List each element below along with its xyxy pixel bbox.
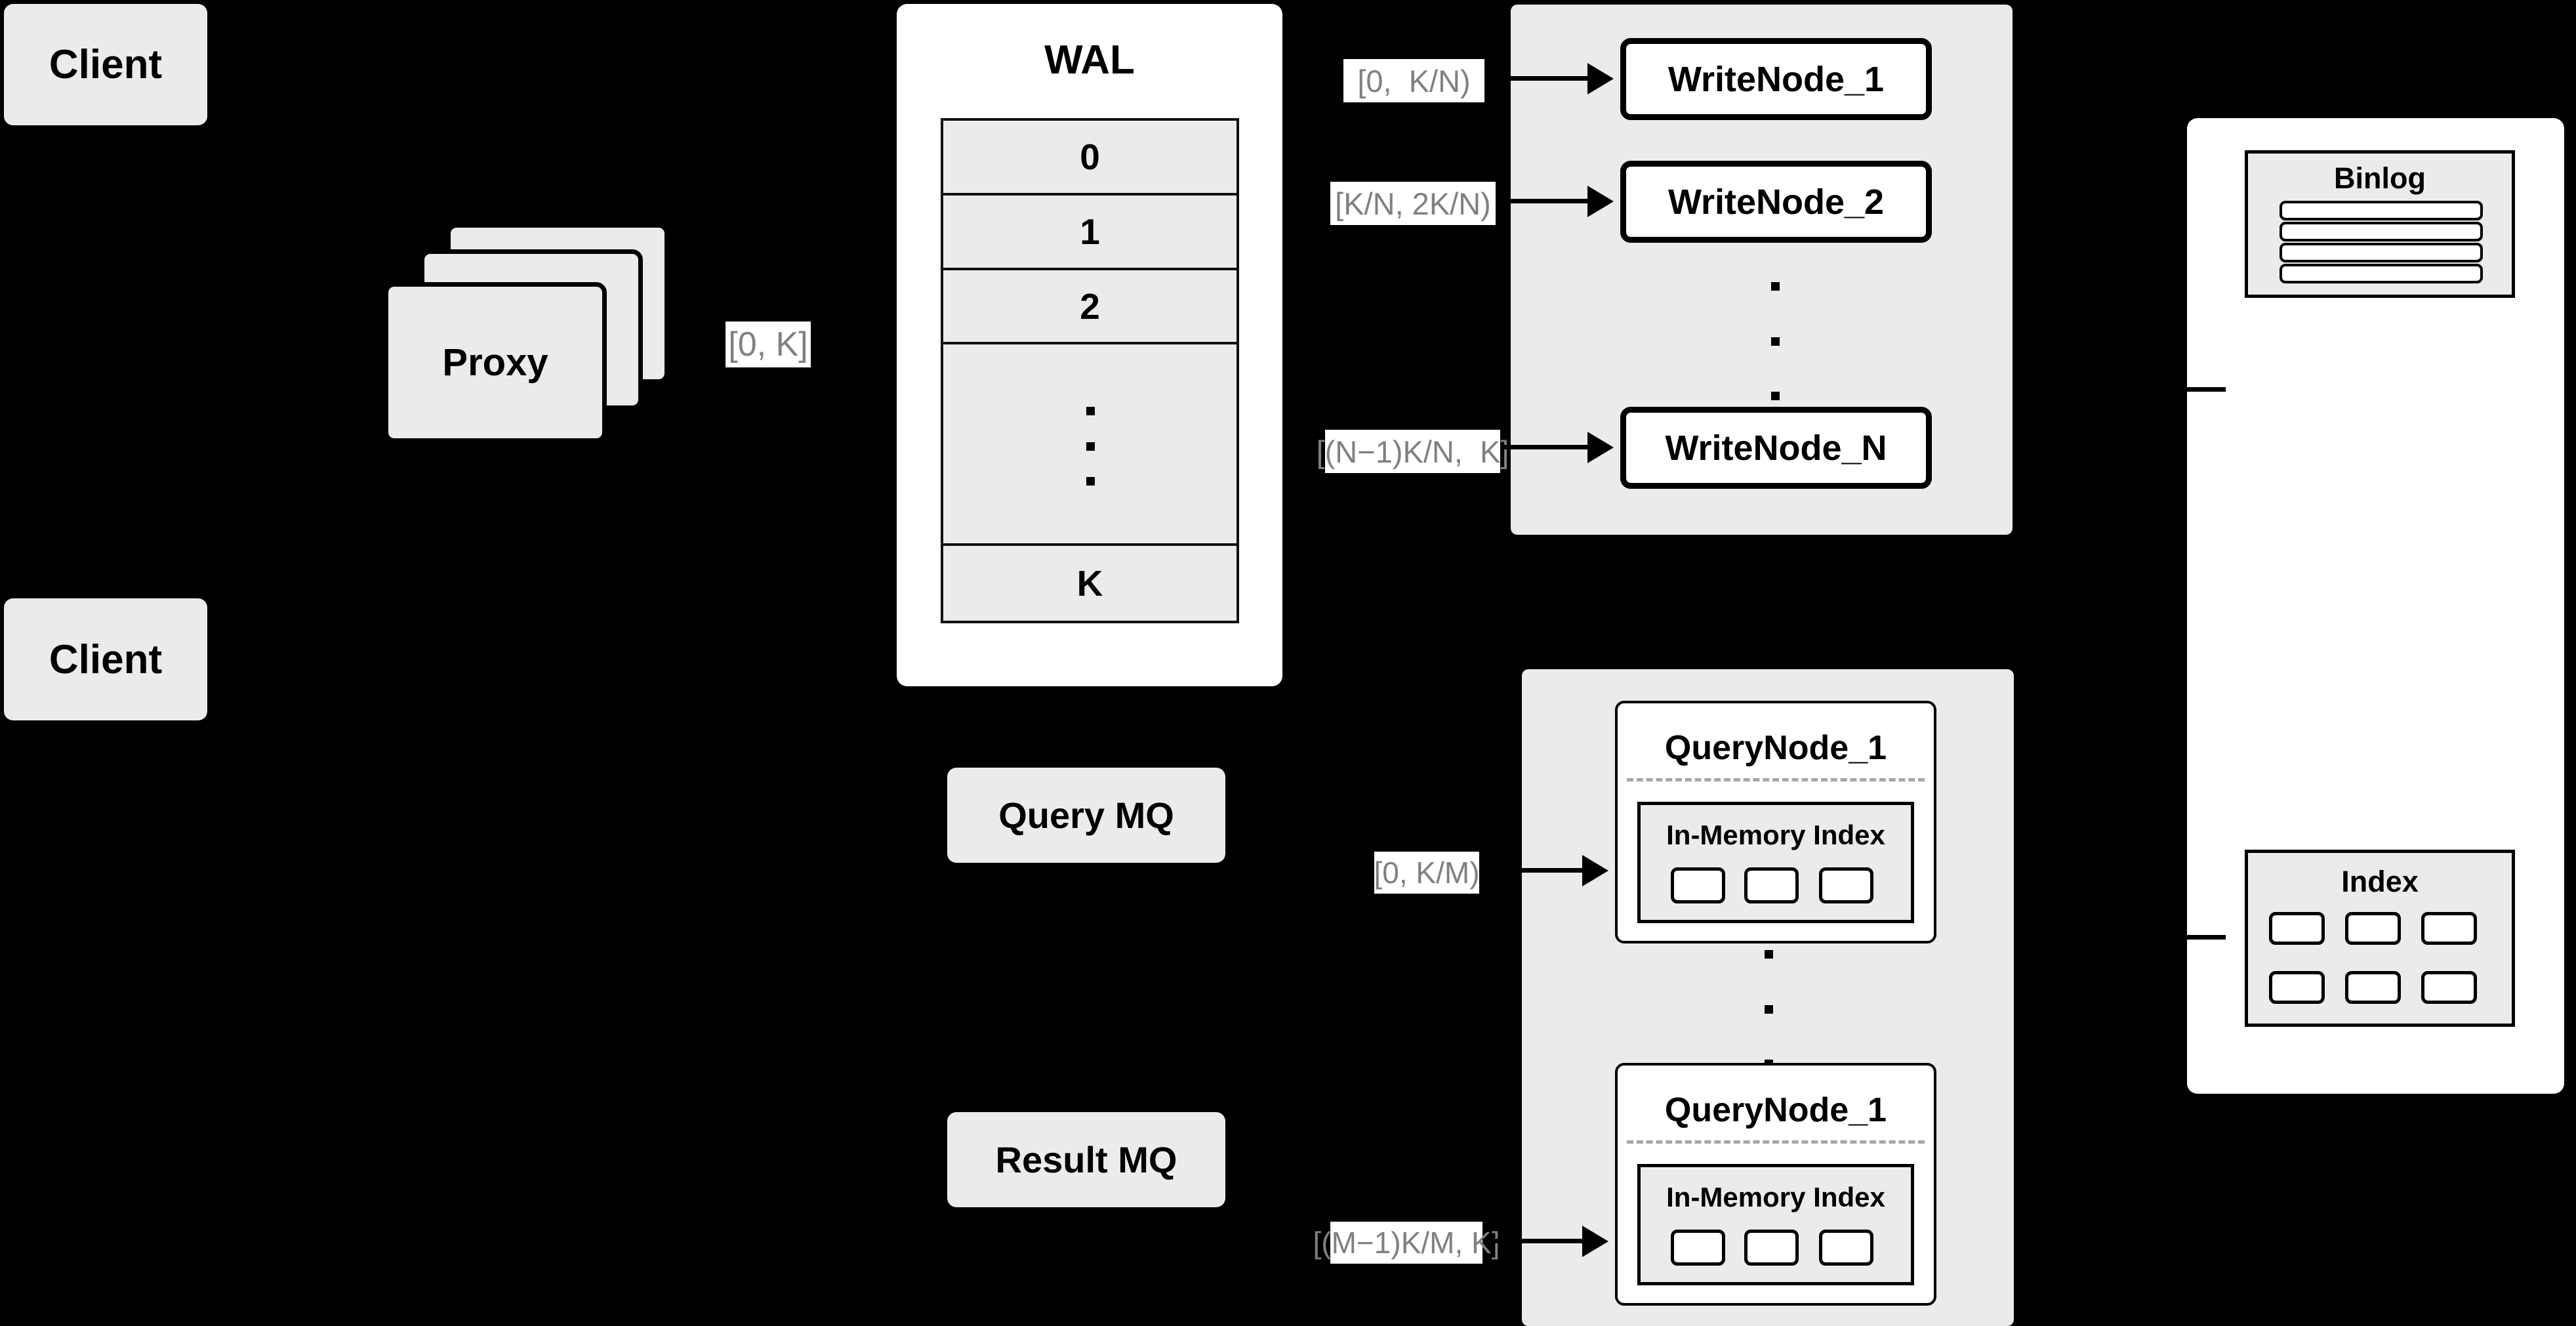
write-node-2-connector (1496, 199, 1589, 203)
result-mq-box[interactable]: Result MQ (947, 1112, 1225, 1207)
index-panel: Index (2245, 850, 2515, 1027)
wal-entry-list: 0 1 2 K (941, 118, 1239, 623)
index-cell[interactable] (1819, 867, 1873, 903)
proxy-label: Proxy (442, 341, 548, 384)
binlog-row[interactable] (2280, 243, 2483, 262)
client-box-2[interactable]: Client (4, 598, 207, 720)
wal-ellipsis-dots (1086, 407, 1095, 486)
index-panel-title: Index (2341, 865, 2419, 898)
query-node-2-index-title: In-Memory Index (1666, 1182, 1885, 1212)
binlog-row[interactable] (2280, 264, 2483, 283)
query-node-1-connector (1479, 868, 1584, 873)
store-engine-index-connector (2186, 935, 2226, 940)
store-index-cell[interactable] (2269, 912, 2325, 945)
store-index-cell[interactable] (2421, 912, 2477, 945)
wal-title: WAL (1044, 37, 1135, 83)
write-node-2-range-label: [K/N, 2K/N) (1330, 182, 1496, 225)
query-node-2-label: QueryNode_1 (1664, 1091, 1887, 1129)
write-node-1-connector (1484, 76, 1589, 81)
query-mq-box[interactable]: Query MQ (947, 768, 1225, 863)
write-node-2-label: WriteNode_2 (1667, 182, 1885, 222)
wal-row-0[interactable]: 0 (943, 121, 1237, 196)
binlog-row[interactable] (2280, 222, 2483, 241)
client-label-2: Client (49, 636, 163, 682)
store-index-cell[interactable] (2421, 971, 2477, 1004)
write-node-2-arrowhead (1587, 186, 1614, 217)
store-index-cell[interactable] (2345, 912, 2401, 945)
query-node-2[interactable]: QueryNode_1 In-Memory Index (1615, 1063, 1936, 1306)
query-node-2-connector (1482, 1239, 1584, 1243)
result-mq-label: Result MQ (995, 1139, 1177, 1180)
query-node-1[interactable]: QueryNode_1 In-Memory Index (1615, 701, 1936, 943)
query-node-1-range-label: [0, K/M) (1374, 852, 1480, 894)
proxy-box[interactable]: Proxy (384, 282, 607, 443)
binlog-row[interactable] (2280, 201, 2483, 220)
write-node-n-connector (1500, 445, 1589, 449)
write-node-1-arrowhead (1587, 63, 1614, 94)
query-node-1-separator (1627, 778, 1925, 781)
write-node-ellipsis-dots (1771, 282, 1780, 400)
query-node-1-inmemory-index-panel: In-Memory Index (1637, 802, 1914, 923)
write-node-1[interactable]: WriteNode_1 (1620, 38, 1932, 120)
client-box-1[interactable]: Client (4, 4, 207, 125)
proxy-range-label: [0, K] (726, 321, 811, 367)
query-node-2-separator (1627, 1140, 1925, 1144)
query-node-2-arrowhead (1582, 1226, 1608, 1257)
wal-row-2[interactable]: 2 (943, 270, 1237, 345)
store-index-cell[interactable] (2269, 971, 2325, 1004)
binlog-tall-title: Binlog (2334, 161, 2426, 195)
write-node-n-range-label: [(N−1)K/N, K] (1317, 430, 1509, 473)
write-node-n[interactable]: WriteNode_N (1620, 407, 1932, 489)
query-node-2-range-label: [(M−1)K/M, K] (1313, 1222, 1500, 1264)
query-node-2-inmemory-index-panel: In-Memory Index (1637, 1164, 1914, 1285)
wal-row-k[interactable]: K (1076, 563, 1103, 604)
query-node-1-label: QueryNode_1 (1664, 729, 1887, 767)
index-cell[interactable] (1671, 867, 1725, 903)
index-cell[interactable] (1671, 1230, 1725, 1266)
query-node-1-index-title: In-Memory Index (1666, 819, 1885, 850)
write-node-n-arrowhead (1587, 432, 1614, 463)
index-cell[interactable] (1744, 1230, 1799, 1266)
binlog-panel-tall: Binlog (2245, 150, 2515, 298)
query-node-ellipsis-dots (1765, 950, 1773, 1068)
wal-row-ellipsis (943, 344, 1237, 547)
client-label-1: Client (49, 42, 163, 87)
index-cell[interactable] (1744, 867, 1799, 903)
write-node-2[interactable]: WriteNode_2 (1620, 161, 1932, 243)
store-engine-binlog-connector (2186, 387, 2226, 392)
write-node-n-label: WriteNode_N (1665, 428, 1887, 468)
index-cell[interactable] (1819, 1230, 1873, 1266)
store-index-cell[interactable] (2345, 971, 2401, 1004)
write-node-1-label: WriteNode_1 (1667, 59, 1885, 99)
query-mq-label: Query MQ (998, 795, 1174, 836)
query-node-1-arrowhead (1582, 855, 1608, 886)
write-node-1-range-label: [0, K/N) (1343, 59, 1484, 102)
wal-row-1[interactable]: 1 (943, 196, 1237, 270)
